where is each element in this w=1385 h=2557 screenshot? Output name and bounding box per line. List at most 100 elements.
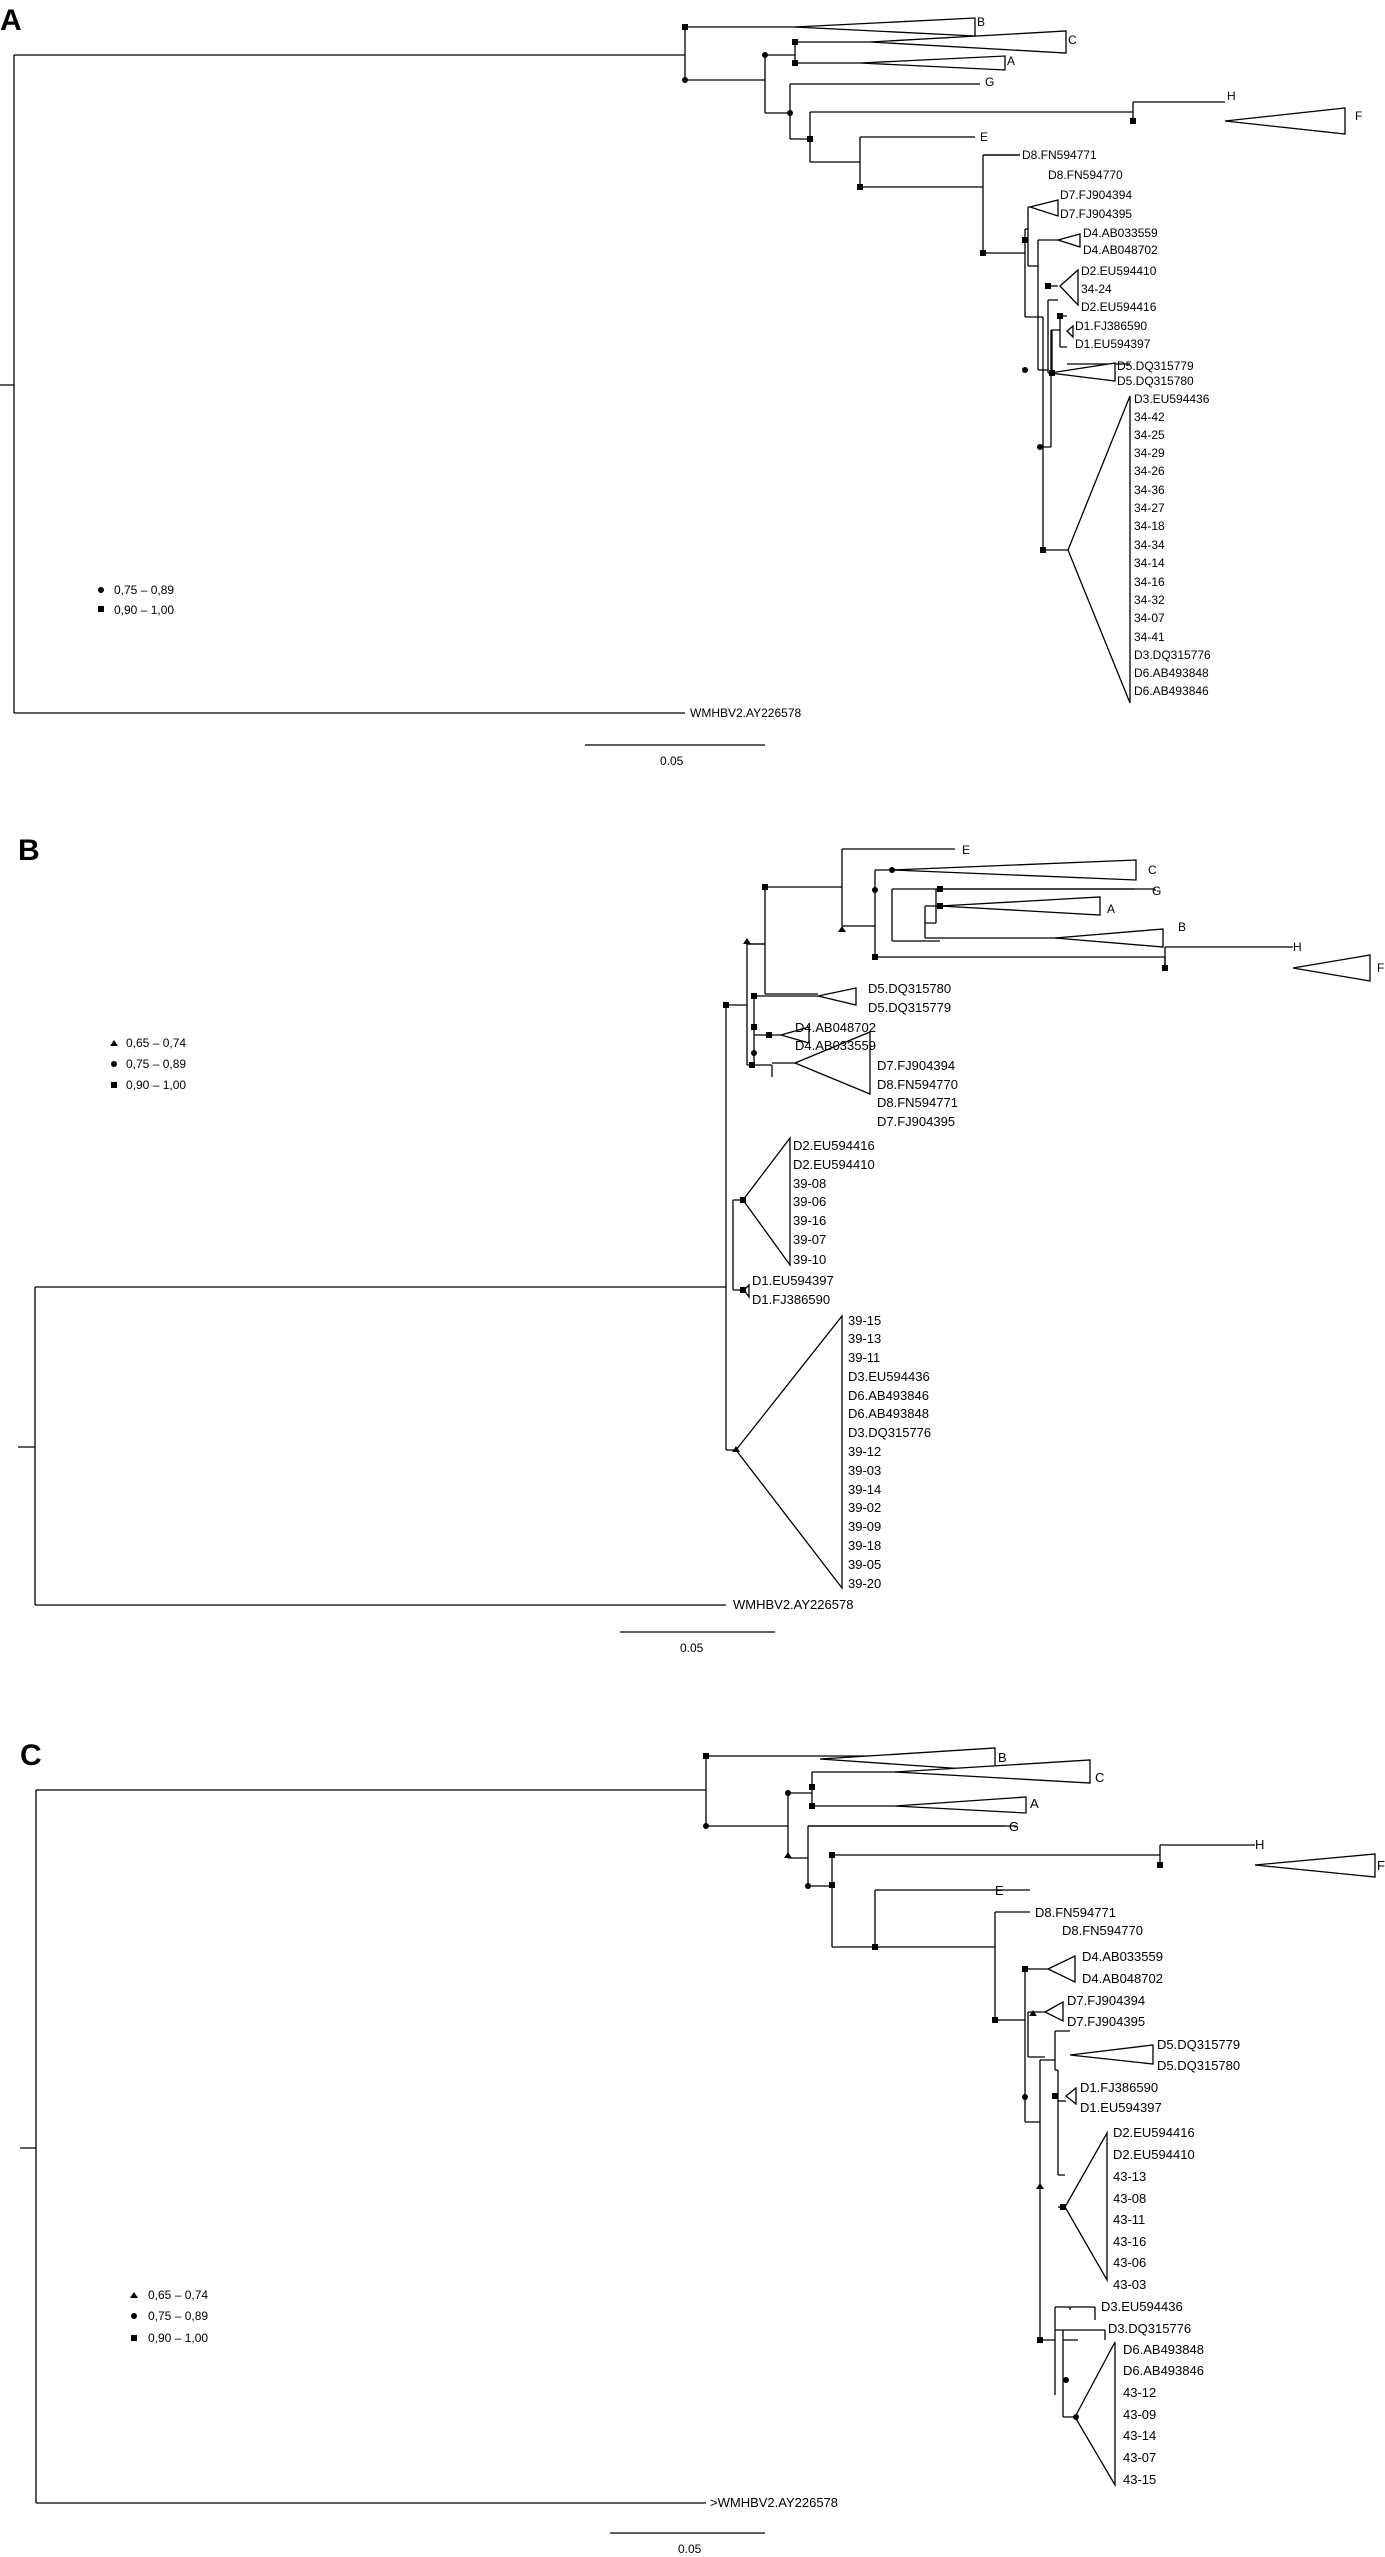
panel-a: A [0,4,1362,768]
leaf-label: D7.FJ904395 [1060,207,1132,221]
node-circle [703,1823,709,1829]
support-markers [723,867,1168,1452]
node-square [1040,547,1046,553]
clade-label-f: F [1355,109,1362,123]
node-square [1157,1862,1163,1868]
clade-label-g: G [1009,1819,1019,1834]
legend-label: 0,65 – 0,74 [126,1036,186,1050]
clade-triangle-d2 [1059,268,1079,307]
legend-label: 0,75 – 0,89 [148,2309,208,2323]
outgroup-label: >WMHBV2.AY226578 [710,2495,838,2510]
clade-triangle-d1 [1066,324,1074,339]
clade-triangle-a [939,896,1101,916]
clade-triangle-d3 [735,1314,843,1590]
node-circle [1063,2377,1069,2383]
clade-label-g: G [1152,884,1161,898]
leaf-label: D3.DQ315776 [1108,2321,1191,2336]
clade-label-e: E [980,130,988,144]
node-square [1130,118,1136,124]
leaf-label: D5.DQ315779 [1157,2037,1240,2052]
legend-label: 0,90 – 1,00 [114,603,174,617]
leaf-label: 34-18 [1134,519,1165,533]
leaf-label: D3.DQ315776 [848,1425,931,1440]
panel-b: B [18,834,1384,1655]
node-circle [872,887,878,893]
node-triangle [743,938,751,944]
leaf-label: 34-07 [1134,611,1165,625]
node-square [792,60,798,66]
node-square [807,136,813,142]
legend-label: 0,90 – 1,00 [148,2331,208,2345]
leaf-label: 39-09 [848,1519,881,1534]
leaf-label: D2.EU594410 [1081,264,1157,278]
legend-square-icon [98,606,104,612]
leaf-label: 39-14 [848,1482,881,1497]
node-square [829,1882,835,1888]
leaf-label: D6.AB493848 [1134,666,1209,680]
leaf-label: D3.EU594436 [1101,2299,1183,2314]
clade-triangle-d4 [1055,233,1081,248]
node-circle [682,77,688,83]
leaf-label: D7.FJ904394 [1067,1993,1145,2008]
clade-triangle-d6 [1074,2341,1116,2488]
leaf-label: D1.EU594397 [1080,2100,1162,2115]
leaf-label: D6.AB493846 [1134,684,1209,698]
clade-label-e: E [995,1883,1004,1898]
clade-triangle-b [819,1747,996,1772]
clade-triangle-d7 [1027,199,1059,217]
clade-label-g: G [985,75,994,89]
legend-label: 0,65 – 0,74 [148,2288,208,2302]
leaf-label: D6.AB493848 [848,1406,929,1421]
node-triangle [838,926,846,932]
node-circle [751,1050,757,1056]
node-circle [889,867,895,873]
leaf-label: 39-16 [793,1213,826,1228]
leaf-label: D8.FN594771 [877,1095,958,1110]
clade-triangle-c [891,859,1137,881]
leaf-label: 39-06 [793,1194,826,1209]
scale-label: 0.05 [680,1641,704,1655]
leaf-label: D5.DQ315780 [868,981,951,996]
leaf-label: D3.DQ315776 [1134,648,1211,662]
leaf-label: 43-12 [1123,2385,1156,2400]
node-square [937,903,943,909]
node-square [809,1784,815,1790]
leaf-label: 43-07 [1123,2450,1156,2465]
node-circle [785,1790,791,1796]
clade-triangle-d5 [1069,2044,1154,2065]
outgroup-label: WMHBV2.AY226578 [690,706,801,720]
leaf-label: 43-14 [1123,2428,1156,2443]
leaf-label: 34-29 [1134,446,1165,460]
collapsed-clades [735,859,1371,1590]
node-square [1060,2204,1066,2210]
node-square [762,884,768,890]
leaf-label: 34-32 [1134,593,1165,607]
legend-triangle-icon [110,1040,118,1046]
leaf-label: D6.AB493846 [1123,2363,1204,2378]
leaf-label: D8.FN594771 [1022,148,1097,162]
leaf-label: D1.EU594397 [1075,337,1151,351]
leaf-label: 39-07 [793,1232,826,1247]
tree-branches [20,1755,1255,2504]
clade-triangle-b [1054,928,1164,948]
leaf-label: 34-34 [1134,538,1165,552]
node-square [980,250,986,256]
node-triangle [1036,2183,1044,2189]
leaf-label: D3.EU594436 [1134,392,1210,406]
clade-triangle-d1 [1064,2086,1077,2106]
node-square [749,1062,755,1068]
panel-letter: B [18,834,40,867]
clade-label-e: E [962,843,970,857]
panel-c: C [20,1739,1385,2556]
leaf-label: D6.AB493848 [1123,2342,1204,2357]
leaf-label: D1.FJ386590 [1080,2080,1158,2095]
clade-triangle-c [869,30,1067,54]
leaf-label: D7.FJ904395 [1067,2014,1145,2029]
legend-square-icon [111,1082,117,1088]
leaf-label: 39-11 [848,1350,880,1365]
node-square [740,1287,746,1293]
node-square [1037,2337,1043,2343]
clade-triangle-f [1292,954,1371,982]
node-triangle [732,1446,740,1452]
